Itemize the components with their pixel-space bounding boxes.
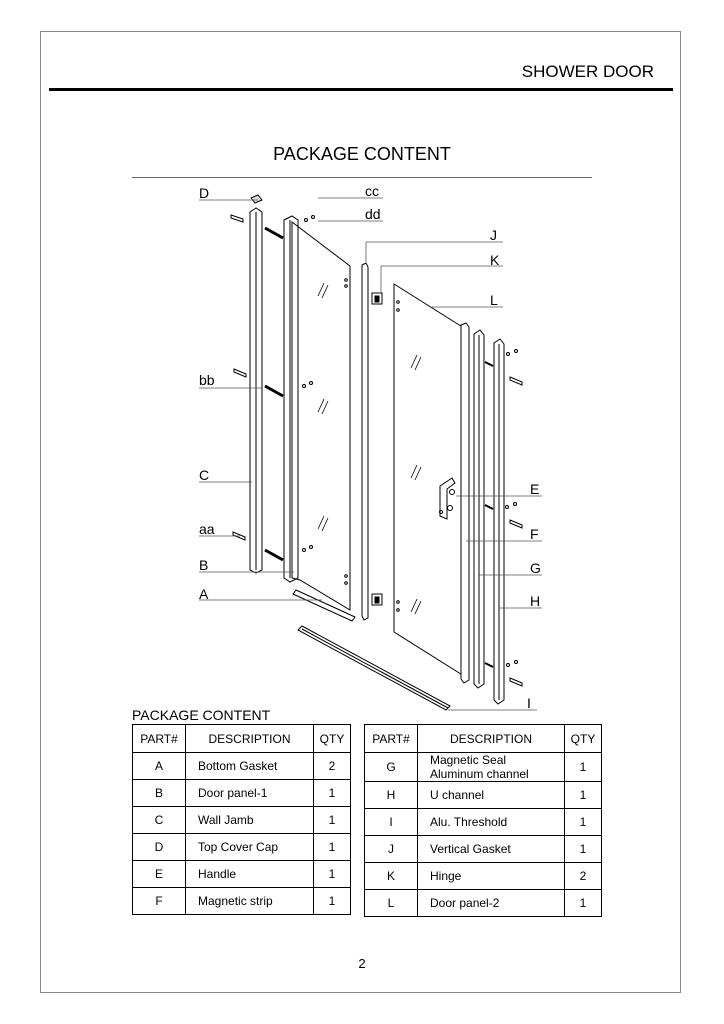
door-panel-1-part-b (283, 215, 351, 611)
column-header-description: DESCRIPTION (417, 724, 565, 753)
column-header-qty: QTY (564, 724, 602, 753)
table-heading: PACKAGE CONTENT (132, 707, 271, 723)
part-cell: D (132, 833, 186, 861)
door-panel-2-part-l (393, 283, 465, 677)
document-title: SHOWER DOOR (521, 62, 654, 81)
table-row: B Door panel-1 1 (132, 779, 351, 807)
description-line-2: Aluminum channel (430, 767, 529, 781)
label-aa: aa (199, 521, 215, 537)
section-rule (132, 177, 592, 178)
description-cell: Top Cover Cap (185, 833, 314, 861)
title-rule (49, 88, 673, 91)
description-cell: Hinge (417, 862, 565, 890)
u-channel-part-h (493, 338, 505, 705)
part-cell: F (132, 887, 186, 915)
screws-part-cc-dd (302, 215, 315, 552)
table-row: A Bottom Gasket 2 (132, 752, 351, 780)
table-header-row: PART# DESCRIPTION QTY (364, 724, 602, 753)
hinges-part-k (371, 292, 383, 606)
description-line-1: Magnetic Seal (430, 753, 507, 767)
part-cell: L (364, 889, 418, 917)
magnetic-seal-part-g (473, 329, 485, 689)
qty-cell: 1 (313, 887, 351, 915)
table-header-row: PART# DESCRIPTION QTY (132, 724, 351, 753)
wall-jamb-part-c (249, 207, 263, 574)
label-j: J (490, 227, 497, 243)
description-cell: Wall Jamb (185, 806, 314, 834)
label-k: K (490, 252, 500, 268)
part-cell: I (364, 808, 418, 836)
description-cell: U channel (417, 781, 565, 809)
description-cell: Handle (185, 860, 314, 888)
label-f: F (530, 526, 539, 542)
label-bb: bb (199, 372, 215, 388)
column-header-qty: QTY (313, 724, 351, 753)
table-row: G Magnetic Seal Aluminum channel 1 (364, 752, 602, 782)
page-frame (40, 31, 681, 993)
vertical-gasket-part-j (361, 262, 369, 621)
description-cell: Door panel-2 (417, 889, 565, 917)
label-dd: dd (365, 206, 381, 222)
part-cell: B (132, 779, 186, 807)
column-header-part: PART# (364, 724, 418, 753)
qty-cell: 2 (313, 752, 351, 780)
part-cell: J (364, 835, 418, 863)
label-g: G (530, 560, 541, 576)
part-cell: A (132, 752, 186, 780)
description-cell: Bottom Gasket (185, 752, 314, 780)
wall-anchors-part-aa (230, 214, 247, 541)
top-cover-cap-part-d (250, 194, 263, 204)
part-cell: K (364, 862, 418, 890)
table-row: I Alu. Threshold 1 (364, 808, 602, 836)
label-c: C (199, 467, 209, 483)
label-h: H (530, 593, 540, 609)
parts-table-right: PART# DESCRIPTION QTY G Magnetic Seal Al… (364, 724, 602, 917)
description-cell: Magnetic Seal Aluminum channel (417, 752, 565, 782)
qty-cell: 1 (313, 860, 351, 888)
page-number: 2 (358, 956, 366, 971)
parts-table-left: PART# DESCRIPTION QTY A Bottom Gasket 2 … (132, 724, 351, 915)
label-cc: cc (365, 183, 379, 199)
handle-part-e (439, 477, 456, 520)
label-i: I (527, 695, 531, 711)
table-row: E Handle 1 (132, 860, 351, 888)
part-cell: G (364, 752, 418, 782)
section-heading: PACKAGE CONTENT (273, 144, 451, 164)
label-a: A (199, 586, 209, 602)
part-cell: C (132, 806, 186, 834)
table-row: L Door panel-2 1 (364, 889, 602, 917)
table-row: C Wall Jamb 1 (132, 806, 351, 834)
label-b: B (199, 557, 208, 573)
description-cell: Vertical Gasket (417, 835, 565, 863)
qty-cell: 2 (564, 862, 602, 890)
qty-cell: 1 (564, 835, 602, 863)
table-row: F Magnetic strip 1 (132, 887, 351, 915)
description-cell: Door panel-1 (185, 779, 314, 807)
screws-part-bb (264, 226, 284, 562)
qty-cell: 1 (564, 781, 602, 809)
label-l: L (490, 292, 498, 308)
qty-cell: 1 (564, 889, 602, 917)
qty-cell: 1 (313, 833, 351, 861)
table-row: D Top Cover Cap 1 (132, 833, 351, 861)
table-row: K Hinge 2 (364, 862, 602, 890)
qty-cell: 1 (313, 779, 351, 807)
magnetic-strip-part-f (460, 322, 470, 684)
column-header-part: PART# (132, 724, 186, 753)
column-header-description: DESCRIPTION (185, 724, 314, 753)
part-cell: E (132, 860, 186, 888)
qty-cell: 1 (564, 752, 602, 782)
label-d: D (199, 185, 209, 201)
qty-cell: 1 (313, 806, 351, 834)
description-cell: Magnetic strip (185, 887, 314, 915)
qty-cell: 1 (564, 808, 602, 836)
label-e: E (530, 481, 539, 497)
bottom-gasket-part-a (292, 589, 356, 622)
table-row: J Vertical Gasket 1 (364, 835, 602, 863)
table-row: H U channel 1 (364, 781, 602, 809)
part-cell: H (364, 781, 418, 809)
right-wall-screws (484, 349, 523, 687)
description-cell: Alu. Threshold (417, 808, 565, 836)
